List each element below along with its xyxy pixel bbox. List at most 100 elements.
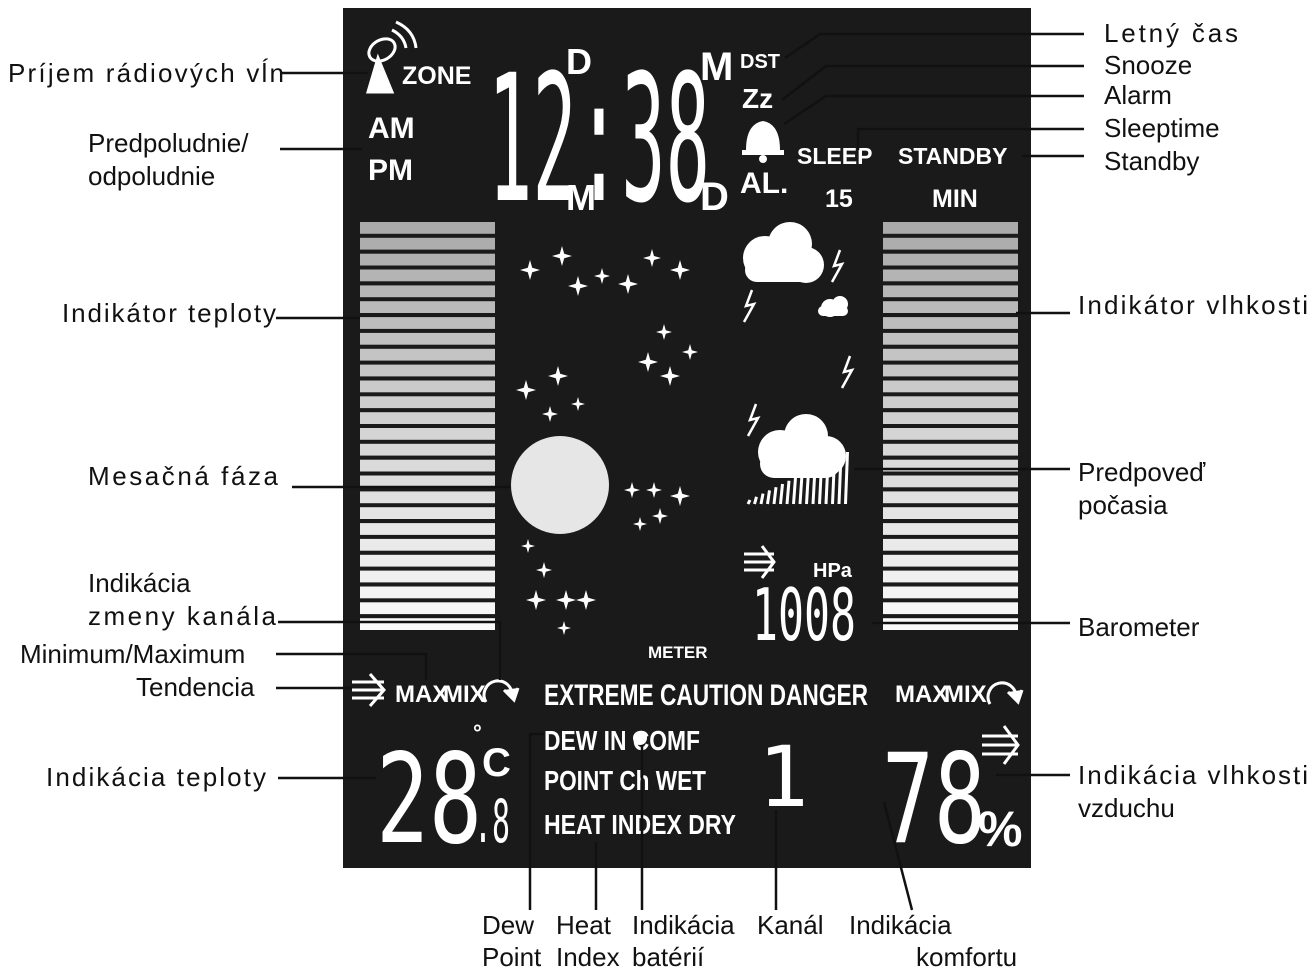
star-icon: [660, 366, 680, 386]
bar-segment: [883, 602, 1018, 615]
temperature-bar-graph: [360, 222, 495, 630]
date-d-bottom: D: [700, 175, 729, 219]
celsius-unit: C: [482, 741, 511, 785]
percent-sign: %: [978, 801, 1022, 857]
label-temp-indicator: Indikátor teploty: [62, 298, 276, 328]
label-heat-1: Heat: [556, 910, 612, 940]
bar-segment: [360, 428, 495, 440]
standby-indicator: STANDBY: [898, 143, 1007, 169]
temperature-value: 28: [376, 728, 482, 872]
rain-streak: [766, 490, 771, 505]
bar-segment: [883, 554, 1018, 567]
heat-index-line: HEAT INDEX DRY: [544, 809, 736, 840]
star-icon: [652, 508, 668, 524]
label-forecast-2: počasia: [1078, 490, 1168, 520]
point-channel-line: POINT Ch WET: [544, 765, 706, 796]
lightning-icon: [742, 249, 855, 437]
rain-streak: [811, 467, 817, 505]
label-dew-2: Point: [482, 942, 542, 972]
label-standby: Standby: [1104, 146, 1199, 176]
star-icon: [557, 621, 571, 635]
bar-segment: [883, 317, 1018, 329]
dst-indicator: DST: [740, 51, 780, 73]
bar-segment: [360, 618, 495, 630]
bar-segment: [883, 364, 1018, 377]
label-humidity-readout-1: Indikácia vlhkosti: [1078, 760, 1308, 790]
label-tendency: Tendencia: [136, 672, 255, 702]
bar-segment: [360, 332, 495, 345]
star-icon: [526, 590, 546, 610]
refresh-icon: [482, 679, 520, 703]
sleep-minutes: 15: [825, 185, 853, 213]
refresh-icon: [986, 681, 1024, 705]
snooze-indicator: Zz: [742, 83, 773, 114]
mix-right: MIX: [944, 681, 987, 708]
bar-segment: [883, 443, 1018, 456]
alarm-indicator: AL.: [740, 167, 788, 200]
star-icon: [618, 274, 638, 294]
bar-segment: [360, 475, 495, 488]
bar-segment: [883, 380, 1018, 393]
bar-segment: [360, 253, 495, 266]
bar-segment: [883, 586, 1018, 599]
label-alarm: Alarm: [1104, 80, 1172, 110]
rain-streak: [746, 499, 752, 505]
channel-number: 1: [758, 728, 809, 826]
star-icon: [594, 268, 610, 284]
star-icon: [638, 352, 658, 372]
label-channel-change-2: zmeny kanála: [88, 601, 277, 631]
bar-segment: [883, 237, 1018, 250]
bar-segment: [360, 348, 495, 361]
star-icon: [571, 397, 585, 411]
bar-segment: [883, 396, 1018, 409]
bar-segment: [883, 491, 1018, 504]
bar-segment: [360, 317, 495, 329]
bar-segment: [883, 253, 1018, 266]
bar-segment: [883, 412, 1018, 424]
star-icon: [568, 276, 588, 296]
leader-lines: [276, 32, 1084, 911]
label-battery-2: batérií: [632, 942, 705, 972]
max-right: MAX: [895, 681, 948, 708]
rain-streak: [824, 461, 830, 505]
star-icon: [552, 246, 572, 266]
star-icon: [521, 539, 535, 553]
pressure-value: 1008: [752, 573, 856, 657]
rain-streak: [818, 464, 823, 505]
label-radio: Príjem rádiových vĺn: [8, 58, 284, 88]
temperature-decimal: .8: [474, 787, 510, 857]
bar-segment: [883, 507, 1018, 519]
bar-segment: [360, 301, 495, 313]
label-heat-2: Index: [556, 942, 620, 972]
bar-segment: [883, 570, 1018, 583]
label-dst: Letný čas: [1104, 18, 1238, 48]
label-humidity-indicator: Indikátor vlhkosti: [1078, 290, 1308, 320]
minutes-unit: MIN: [932, 185, 978, 213]
rain-streak: [792, 477, 797, 505]
bar-segment: [360, 491, 495, 504]
bar-segment: [360, 602, 495, 615]
label-channel: Kanál: [757, 910, 824, 940]
bar-segment: [360, 222, 495, 234]
star-icon: [542, 406, 558, 422]
rain-streak: [753, 496, 758, 505]
star-icon: [556, 590, 576, 610]
star-icon: [670, 486, 690, 506]
rain-streak: [837, 455, 843, 505]
bar-segment: [360, 364, 495, 377]
am-indicator: AM: [368, 112, 415, 145]
bar-segment: [360, 554, 495, 567]
bar-segment: [883, 269, 1018, 282]
bar-segment: [360, 443, 495, 456]
label-ampm-2: odpoludnie: [88, 161, 215, 191]
label-minmax: Minimum/Maximum: [20, 639, 245, 669]
cloud-icon: [743, 222, 848, 317]
bar-segment: [360, 586, 495, 599]
bar-segment: [883, 428, 1018, 440]
label-snooze: Snooze: [1104, 50, 1192, 80]
zone-label: ZONE: [402, 62, 471, 90]
bar-segment: [883, 475, 1018, 488]
star-icon: [646, 482, 662, 498]
label-ampm-1: Predpoludnie/: [88, 128, 249, 158]
